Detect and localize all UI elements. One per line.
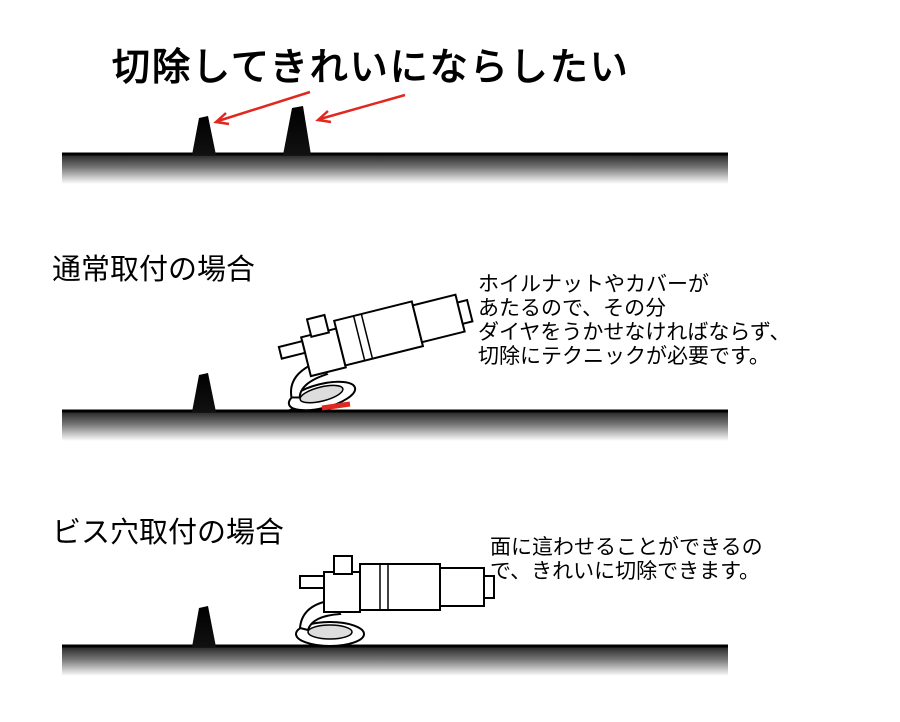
- protrusion-4: [192, 606, 216, 647]
- ground-surface-3: [62, 646, 728, 676]
- description-standard-mount: ホイルナットやカバーが あたるので、その分 ダイヤをうかせなければならず、 切除…: [478, 272, 791, 368]
- protrusion-3: [192, 373, 216, 412]
- cut-mark: [321, 401, 351, 411]
- arrow-2: [315, 93, 406, 124]
- description-screw-mount: 面に這わせることができるの で、きれいに切除できます。: [490, 535, 763, 583]
- scene-standard-mount: [62, 279, 728, 441]
- grinder-tilted: [269, 279, 486, 417]
- scene-screw-mount: [62, 555, 728, 676]
- main-title: 切除してきれいにならしたい: [112, 45, 630, 89]
- protrusion-1: [192, 116, 216, 155]
- heading-screw-mount: ビス穴取付の場合: [52, 515, 285, 549]
- ground-surface-2: [62, 411, 728, 441]
- ground-surface-1: [62, 154, 728, 184]
- grinder-flat: [295, 555, 495, 647]
- scene-target: [62, 90, 728, 184]
- arrow-1: [213, 90, 311, 126]
- protrusion-2: [283, 106, 311, 155]
- heading-standard-mount: 通常取付の場合: [52, 252, 256, 286]
